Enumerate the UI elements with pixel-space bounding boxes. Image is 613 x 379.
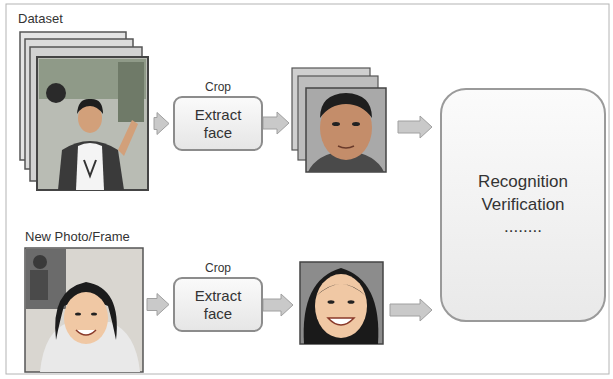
photo-frame: New Photo/Frame — [25, 248, 143, 372]
label-holder: Dataset — [18, 9, 63, 30]
node-label: ........ — [504, 216, 542, 239]
process-box: CropExtract face — [173, 277, 263, 332]
photo-stack — [20, 32, 148, 190]
flow-arrow — [263, 112, 432, 321]
flow-arrow — [147, 294, 169, 316]
face-crop-stack — [292, 68, 386, 172]
label-holder: Crop — [145, 77, 291, 98]
node-heading: Dataset — [18, 11, 63, 26]
photo-stack: Dataset — [18, 30, 150, 190]
label-holder: Crop — [145, 258, 291, 279]
label-holder: New Photo/Frame — [25, 227, 130, 248]
flow-arrow — [154, 113, 169, 135]
result-box: Recognition Verification........ — [440, 88, 606, 322]
outer-frame — [6, 4, 609, 374]
node-label: Extract face — [175, 106, 261, 141]
process-box: CropExtract face — [173, 96, 263, 151]
face-crop — [300, 262, 383, 344]
node-heading: Crop — [205, 261, 231, 275]
node-heading: New Photo/Frame — [25, 229, 130, 244]
new-photo — [25, 248, 143, 372]
node-label: Extract face — [175, 287, 261, 322]
node-label: Recognition Verification — [452, 171, 594, 217]
node-heading: Crop — [205, 80, 231, 94]
